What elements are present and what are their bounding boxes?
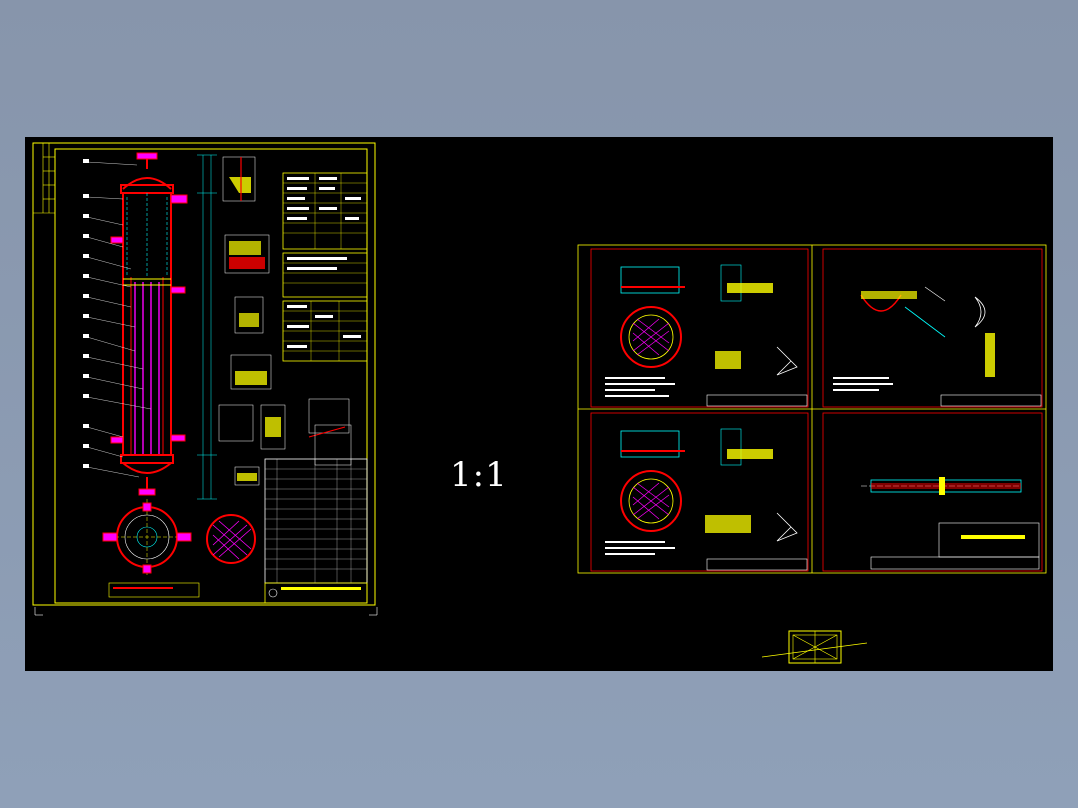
scale-label: 1:1 <box>450 455 508 495</box>
detail-sheet-1 <box>605 264 808 407</box>
cad-drawing <box>32 142 1047 664</box>
cad-model-space[interactable]: 1:1 <box>25 137 1053 671</box>
detail-sheet-4 <box>861 477 1040 570</box>
detail-sheet-group[interactable] <box>577 244 1047 574</box>
technical-tables <box>108 172 368 604</box>
detail-sheet-3 <box>605 428 808 571</box>
crossed-box-stamp-icon <box>761 630 868 664</box>
plan-view-1 <box>102 499 192 575</box>
detail-sheet-2 <box>833 286 1042 407</box>
section-details <box>218 156 352 486</box>
assembly-drawing-sheet[interactable] <box>32 142 378 616</box>
column-vessel <box>83 152 217 500</box>
plan-view-2 <box>206 514 256 564</box>
